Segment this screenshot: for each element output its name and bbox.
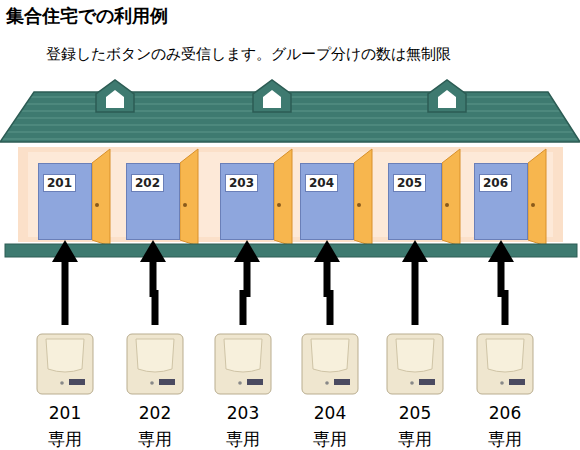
door-knob — [445, 203, 449, 207]
button-label: 205 専用 — [394, 401, 436, 450]
push-button: 205 専用 — [386, 333, 444, 450]
button-label: 203 専用 — [222, 401, 264, 450]
door-leaf — [442, 149, 460, 246]
push-button: 201 専用 — [36, 333, 94, 450]
dormers — [96, 80, 466, 112]
apartment-door: 204 — [300, 163, 354, 240]
open-door-leaves — [92, 149, 546, 246]
apartment-door: 203 — [220, 163, 274, 240]
button-device — [214, 333, 272, 395]
room-number: 205 — [393, 174, 426, 192]
button-device — [476, 333, 534, 395]
up-arrow — [501, 262, 505, 325]
door-knob — [95, 203, 99, 207]
button-label: 201 専用 — [44, 401, 86, 450]
dormer-windows — [106, 90, 456, 108]
room-number: 204 — [305, 174, 338, 192]
button-device — [126, 333, 184, 395]
apartment-door: 202 — [126, 163, 180, 240]
push-button: 206 専用 — [476, 333, 534, 450]
door-leaf — [528, 149, 546, 246]
apartment-door: 205 — [388, 163, 442, 240]
push-button: 204 専用 — [301, 333, 359, 450]
up-arrow — [243, 262, 247, 325]
door-knob — [357, 203, 361, 207]
title: 集合住宅での利用例 — [6, 4, 168, 28]
subtitle-note: 登録したボタンのみ受信します。グループ分けの数は無制限 — [46, 45, 451, 64]
door-leaf — [180, 149, 198, 246]
door-knob — [277, 203, 281, 207]
door-knob — [183, 203, 187, 207]
door-knob — [531, 203, 535, 207]
up-arrow — [412, 262, 419, 325]
door-leaf — [92, 149, 110, 246]
room-number: 206 — [479, 174, 512, 192]
door-leaf — [274, 149, 292, 246]
apartment-door: 206 — [474, 163, 528, 240]
room-number: 201 — [43, 174, 76, 192]
button-device — [36, 333, 94, 395]
apartment-door: 201 — [38, 163, 92, 240]
push-button: 202 専用 — [126, 333, 184, 450]
floor-bar — [5, 244, 577, 257]
button-device — [386, 333, 444, 395]
up-arrow — [62, 262, 69, 325]
up-arrow — [327, 262, 330, 325]
push-button: 203 専用 — [214, 333, 272, 450]
button-device — [301, 333, 359, 395]
up-arrow — [153, 262, 155, 325]
button-label: 206 専用 — [484, 401, 526, 450]
button-label: 204 専用 — [309, 401, 351, 450]
room-number: 203 — [225, 174, 258, 192]
button-label: 202 専用 — [134, 401, 176, 450]
room-number: 202 — [131, 174, 164, 192]
door-leaf — [354, 149, 372, 246]
